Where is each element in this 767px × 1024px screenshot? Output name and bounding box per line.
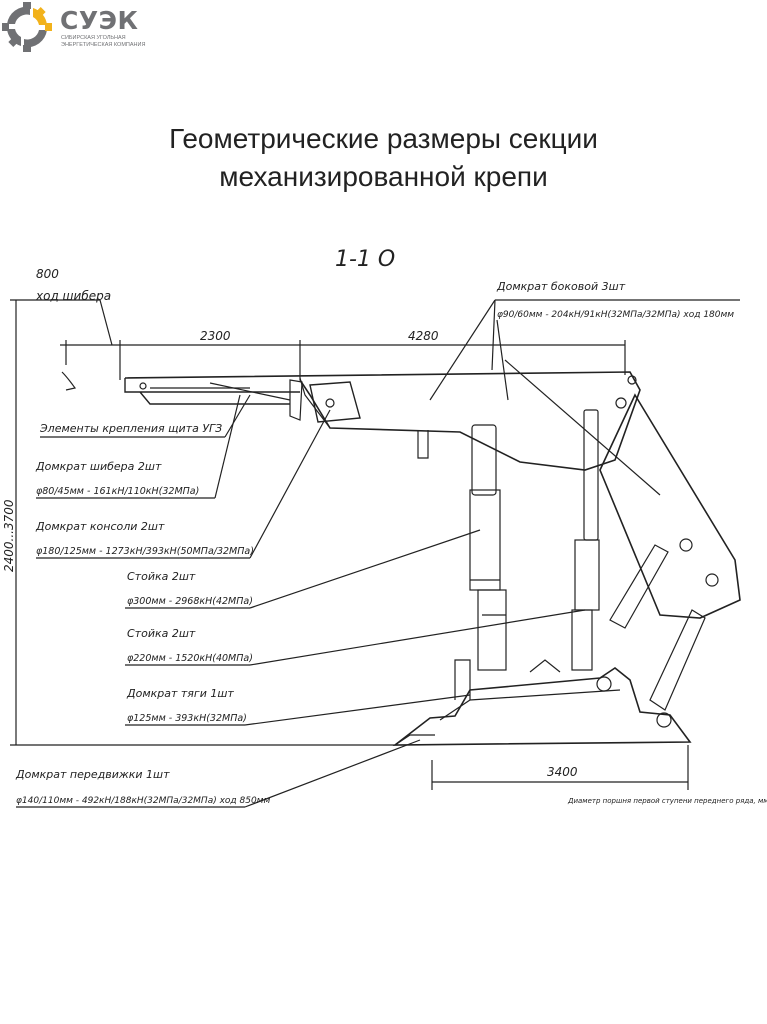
dim-4280: 4280 [408,329,439,343]
dim-stroke-label: ход шибера [35,289,111,303]
label-advance-jack-spec: φ140/110мм - 492кН/188кН(32МПа/32МПа) хо… [16,796,270,806]
label-gate-jack-spec: φ80/45мм - 161кН/110кН(32МПа) [36,486,199,497]
label-pull-jack-spec: φ125мм - 393кН(32МПа) [127,713,247,724]
dim-2300: 2300 [200,329,231,343]
title-line-1: Геометрические размеры секции [169,123,598,154]
label-leg1-spec: φ300мм - 2968кН(42МПа) [127,596,253,607]
logo-brand: СУЭК [60,6,139,35]
drawing-header-text: 1-1 О [335,247,395,272]
label-leg2-spec: φ220мм - 1520кН(40МПа) [127,653,253,664]
label-gate-jack-title: Домкрат шибера 2шт [35,460,162,473]
label-note: Диаметр поршня первой ступени переднего … [567,797,767,805]
gear-logo-icon [2,2,52,52]
label-side-jack-title: Домкрат боковой 3шт [496,280,626,293]
logo-subtitle-line2: ЭНЕРГЕТИЧЕСКАЯ КОМПАНИЯ [61,42,146,48]
label-pull-jack-title: Домкрат тяги 1шт [126,687,234,700]
dim-3400: 3400 [547,765,578,779]
title-line-2: механизированной крепи [219,161,548,192]
slide-title: Геометрические размеры секции механизиро… [0,120,767,196]
dim-stroke-800: 800 [36,267,59,281]
label-leg1-title: Стойка 2шт [127,570,196,583]
dim-height-range: 2400...3700 [2,499,16,572]
label-side-jack-spec: φ90/60мм - 204кН/91кН(32МПа/32МПа) ход 1… [497,310,734,320]
label-leg2-title: Стойка 2шт [127,627,196,640]
logo-subtitle-line1: СИБИРСКАЯ УГОЛЬНАЯ [61,35,126,41]
label-console-jack-title: Домкрат консоли 2шт [35,520,165,533]
company-logo: СУЭК СИБИРСКАЯ УГОЛЬНАЯ ЭНЕРГЕТИЧЕСКАЯ К… [2,2,152,52]
label-console-jack-spec: φ180/125мм - 1273кН/393кН(50МПа/32МПа) [36,546,254,557]
label-shield-mount: Элементы крепления щита УГЗ [39,422,222,435]
label-advance-jack-title: Домкрат передвижки 1шт [15,768,170,781]
